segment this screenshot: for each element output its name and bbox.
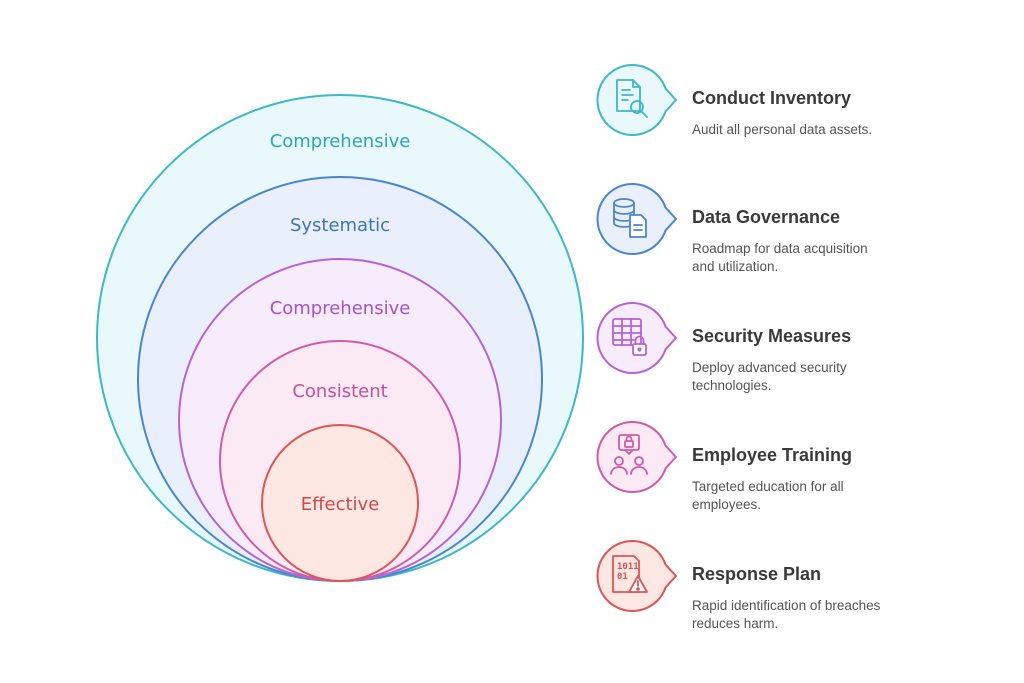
list-item-data-governance: Data Governance Roadmap for data acquisi… — [594, 181, 1014, 274]
item-title: Employee Training — [692, 445, 853, 465]
badge: 1011 01 — [596, 540, 677, 612]
badge — [596, 64, 677, 136]
list-item-employee-training: Employee Training Targeted education for… — [594, 419, 1014, 512]
item-description: Targeted education for all employees. — [692, 479, 844, 512]
ring-label-consistent: Consistent — [292, 381, 387, 402]
binary-warning-icon: 1011 01 — [612, 555, 648, 593]
badge — [596, 183, 677, 255]
svg-text:01: 01 — [617, 572, 628, 582]
concentric-circles: Comprehensive Systematic Comprehensive C… — [96, 94, 584, 582]
users-lock-icon — [610, 434, 648, 475]
list-item-response-plan: 1011 01 Response Plan Rapid identificati… — [594, 538, 1014, 631]
badge — [596, 421, 677, 493]
ring-label-comprehensive-outer: Comprehensive — [270, 131, 411, 152]
list-item-security-measures: Security Measures Deploy advanced securi… — [594, 300, 1014, 393]
database-document-icon — [613, 198, 647, 238]
svg-text:1011: 1011 — [617, 562, 639, 572]
badge — [596, 302, 677, 374]
item-description: Deploy advanced security technologies. — [692, 360, 847, 393]
document-search-icon — [616, 79, 648, 118]
item-description: Audit all personal data assets. — [692, 122, 873, 137]
ring-label-comprehensive-inner: Comprehensive — [270, 298, 411, 319]
item-title: Conduct Inventory — [692, 88, 852, 108]
item-title: Response Plan — [692, 564, 822, 584]
ring-label-systematic: Systematic — [290, 215, 390, 236]
ring-label-effective: Effective — [301, 494, 380, 515]
item-description: Roadmap for data acquisition and utiliza… — [692, 241, 868, 274]
item-title: Data Governance — [692, 207, 841, 227]
ring-effective — [261, 424, 419, 582]
item-title: Security Measures — [692, 326, 852, 346]
item-description: Rapid identification of breaches reduces… — [692, 598, 881, 631]
table-lock-icon — [612, 318, 647, 356]
list-item-conduct-inventory: Conduct Inventory Audit all personal dat… — [594, 62, 1014, 142]
